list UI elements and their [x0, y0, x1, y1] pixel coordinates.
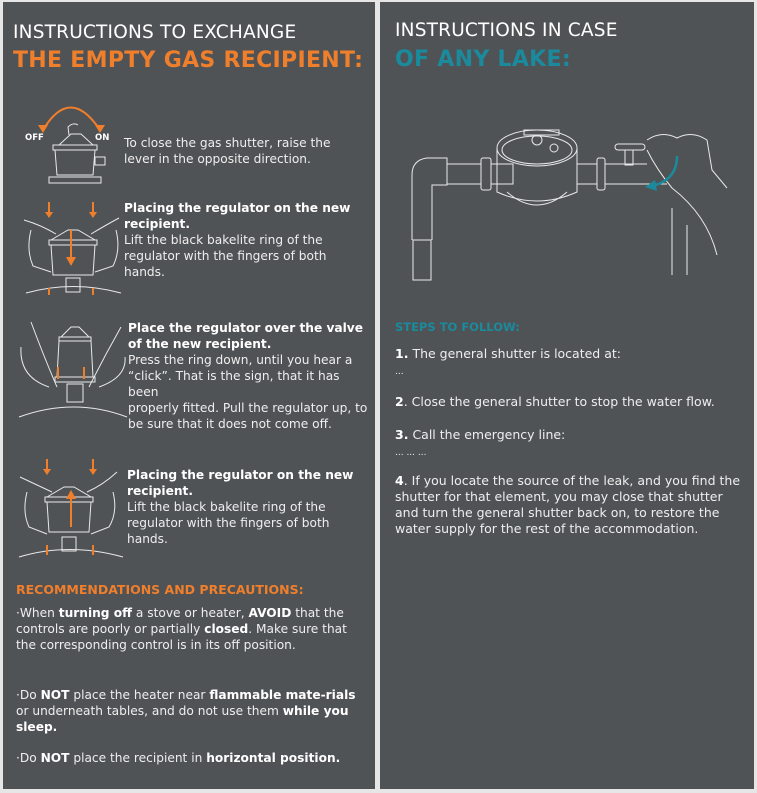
gas-title-line1: INSTRUCTIONS TO EXCHANGE: [13, 22, 297, 43]
steps-title: STEPS TO FOLLOW:: [395, 320, 520, 334]
step4-block: Placing the regulator on the new recipie…: [127, 467, 372, 547]
on-label: ON: [95, 133, 110, 143]
water-step-2: 2. Close the general shutter to stop the…: [395, 394, 715, 409]
step3-block: Place the regulator over the valve of th…: [128, 320, 370, 432]
step3-text-a: Press the ring down, until you hear a “c…: [128, 353, 353, 399]
water-step-1: 1. The general shutter is located at: ..…: [395, 346, 621, 377]
water-title-line1: INSTRUCTIONS IN CASE: [395, 20, 618, 41]
step4-heading: Placing the regulator on the new recipie…: [127, 468, 354, 498]
water-step-4: 4. If you locate the source of the leak,…: [395, 473, 741, 536]
step3-heading: Place the regulator over the valve of th…: [128, 321, 364, 351]
water-title-line2: OF ANY LAKE:: [395, 47, 571, 72]
recommendation-3: ·Do NOT place the recipient in horizonta…: [16, 751, 341, 765]
regulator-lift-ring-icon: [23, 202, 122, 295]
recommendations-title: RECOMMENDATIONS AND PRECAUTIONS:: [16, 582, 304, 597]
gas-title-line2: THE EMPTY GAS RECIPIENT:: [13, 48, 364, 73]
water-instructions-panel: INSTRUCTIONS IN CASE OF ANY LAKE: STEPS …: [380, 2, 754, 789]
regulator-press-down-icon: [18, 321, 128, 418]
step4-text: Lift the black bakelite ring of the regu…: [127, 500, 330, 546]
step2-heading: Placing the regulator on the new recipie…: [124, 201, 351, 231]
recommendation-1: ·When turning off a stove or heater, AVO…: [16, 606, 347, 652]
step3-text-b: properly fitted. Pull the regulator up, …: [128, 401, 368, 431]
water-step-3: 3. Call the emergency line: ... ... ...: [395, 427, 566, 458]
step1-text: To close the gas shutter, raise the leve…: [124, 136, 331, 166]
gas-instructions-panel: INSTRUCTIONS TO EXCHANGE THE EMPTY GAS R…: [3, 2, 375, 789]
step2-block: Placing the regulator on the new recipie…: [124, 200, 369, 280]
regulator-on-off-icon: [38, 106, 106, 184]
off-label: OFF: [25, 133, 44, 143]
water-meter-shutter-icon: [411, 129, 728, 281]
recommendation-2: ·Do NOT place the heater near flammable …: [16, 688, 356, 734]
step2-text: Lift the black bakelite ring of the regu…: [124, 233, 327, 279]
regulator-lift-up-icon: [18, 459, 124, 558]
